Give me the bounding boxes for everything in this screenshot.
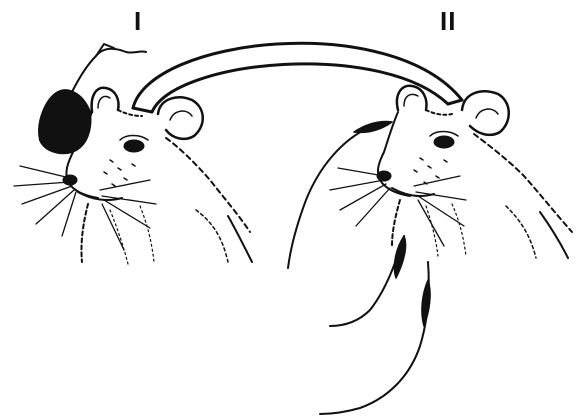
rat-label-i: I	[134, 6, 142, 37]
implanted-catheters	[288, 121, 430, 414]
rat-right	[330, 86, 572, 258]
headstage-block	[39, 90, 90, 153]
connecting-tube	[133, 43, 462, 112]
rat-label-ii: II	[440, 6, 456, 37]
headstage-cable	[72, 49, 146, 92]
rat-left	[14, 44, 252, 264]
